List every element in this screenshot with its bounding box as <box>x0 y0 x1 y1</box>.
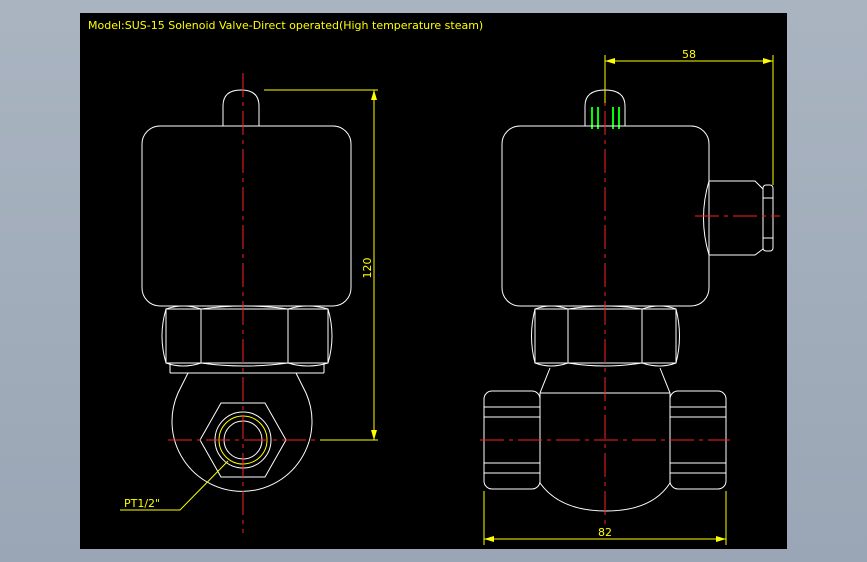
drawing-svg: Model:SUS-15 Solenoid Valve-Direct opera… <box>88 19 780 545</box>
left-hex-nut <box>165 308 329 364</box>
left-valve-body <box>171 372 313 492</box>
connector-offset-dimension: 58 <box>604 48 774 185</box>
width-dimension-value: 82 <box>598 526 612 539</box>
connector-offset-value: 58 <box>682 48 696 61</box>
port-leader <box>120 460 229 511</box>
left-coil-body <box>141 125 352 307</box>
right-connector <box>709 180 764 256</box>
port-label: PT1/2" <box>124 497 160 510</box>
left-view: PT1/2" 120 <box>120 73 378 533</box>
width-dimension: 82 <box>483 491 727 545</box>
height-dimension: 120 <box>264 89 378 441</box>
right-valve-body <box>539 367 671 512</box>
cad-drawing-canvas: Model:SUS-15 Solenoid Valve-Direct opera… <box>80 13 787 549</box>
drawing-title: Model:SUS-15 Solenoid Valve-Direct opera… <box>88 19 483 32</box>
left-cap <box>222 89 260 126</box>
right-view: 58 82 <box>480 48 780 545</box>
height-dimension-value: 120 <box>361 258 374 279</box>
